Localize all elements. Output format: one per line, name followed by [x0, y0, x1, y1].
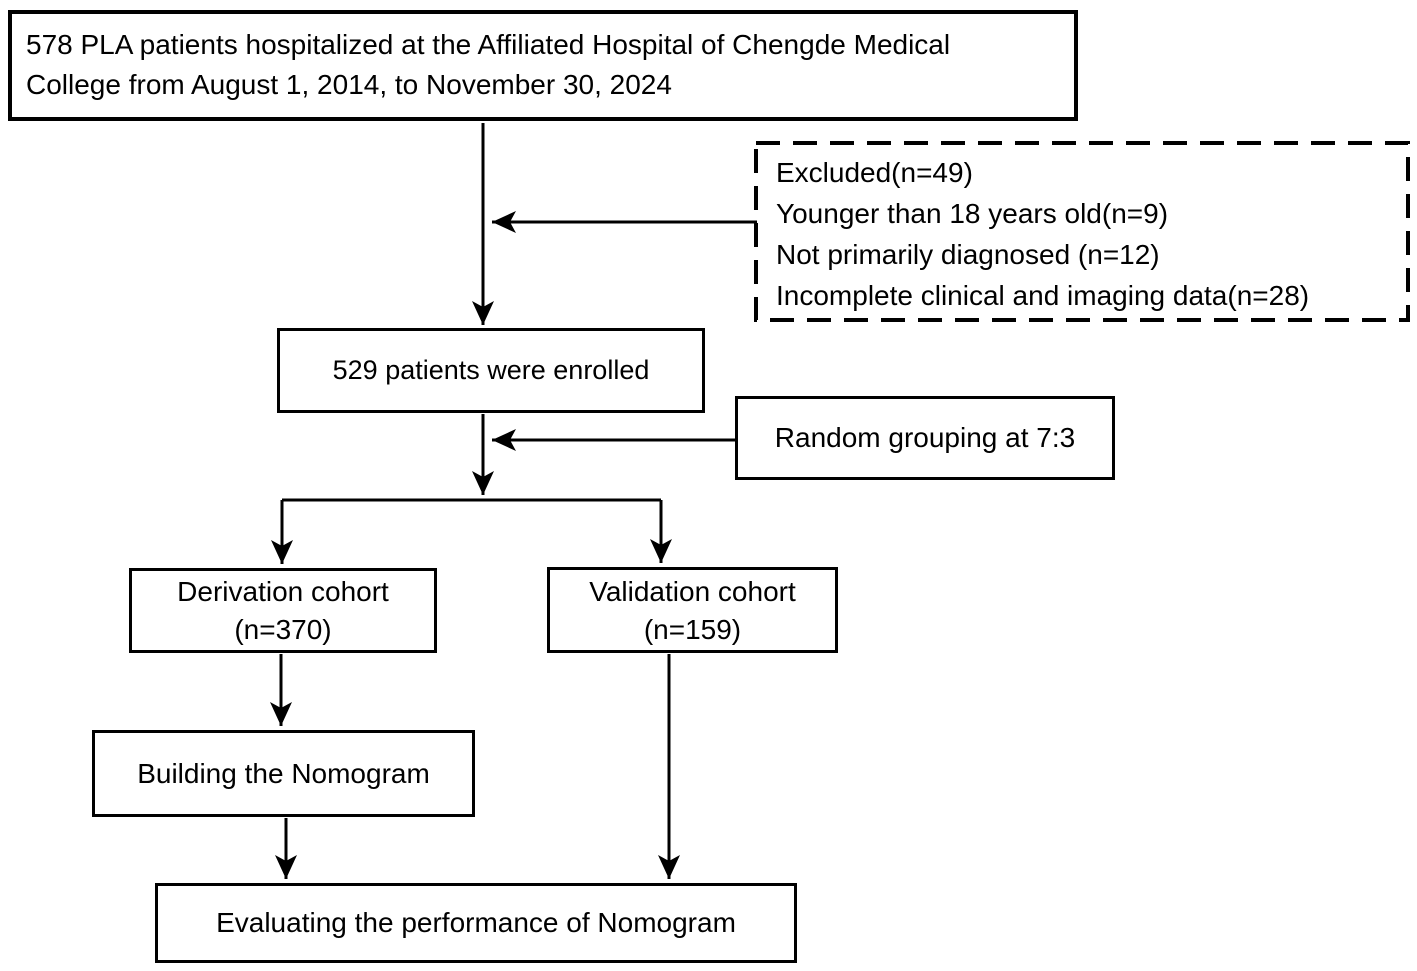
excluded-line-4: Incomplete clinical and imaging data(n=2…: [776, 280, 1310, 311]
node-initial-population: 578 PLA patients hospitalized at the Aff…: [8, 10, 1078, 121]
initial-population-line-1: 578 PLA patients hospitalized at the Aff…: [26, 29, 951, 60]
excluded-box-dashed-border: [754, 141, 1410, 322]
initial-population-line-2: College from August 1, 2014, to November…: [26, 69, 672, 100]
derivation-cohort-label: Derivation cohort: [177, 576, 389, 607]
excluded-line-1: Excluded(n=49): [776, 157, 973, 188]
excluded-line-3: Not primarily diagnosed (n=12): [776, 239, 1160, 270]
node-validation-cohort: Validation cohort (n=159): [547, 567, 838, 653]
validation-cohort-label: Validation cohort: [589, 576, 796, 607]
node-derivation-cohort: Derivation cohort (n=370): [129, 568, 437, 653]
derivation-cohort-count: (n=370): [234, 614, 332, 645]
excluded-line-2: Younger than 18 years old(n=9): [776, 198, 1169, 229]
node-enrolled: 529 patients were enrolled: [277, 328, 705, 413]
node-random-grouping: Random grouping at 7:3: [735, 396, 1115, 480]
node-evaluating-nomogram: Evaluating the performance of Nomogram: [155, 883, 797, 963]
node-excluded: Excluded(n=49) Younger than 18 years old…: [756, 143, 1408, 320]
node-building-nomogram: Building the Nomogram: [92, 730, 475, 817]
validation-cohort-count: (n=159): [643, 614, 742, 645]
